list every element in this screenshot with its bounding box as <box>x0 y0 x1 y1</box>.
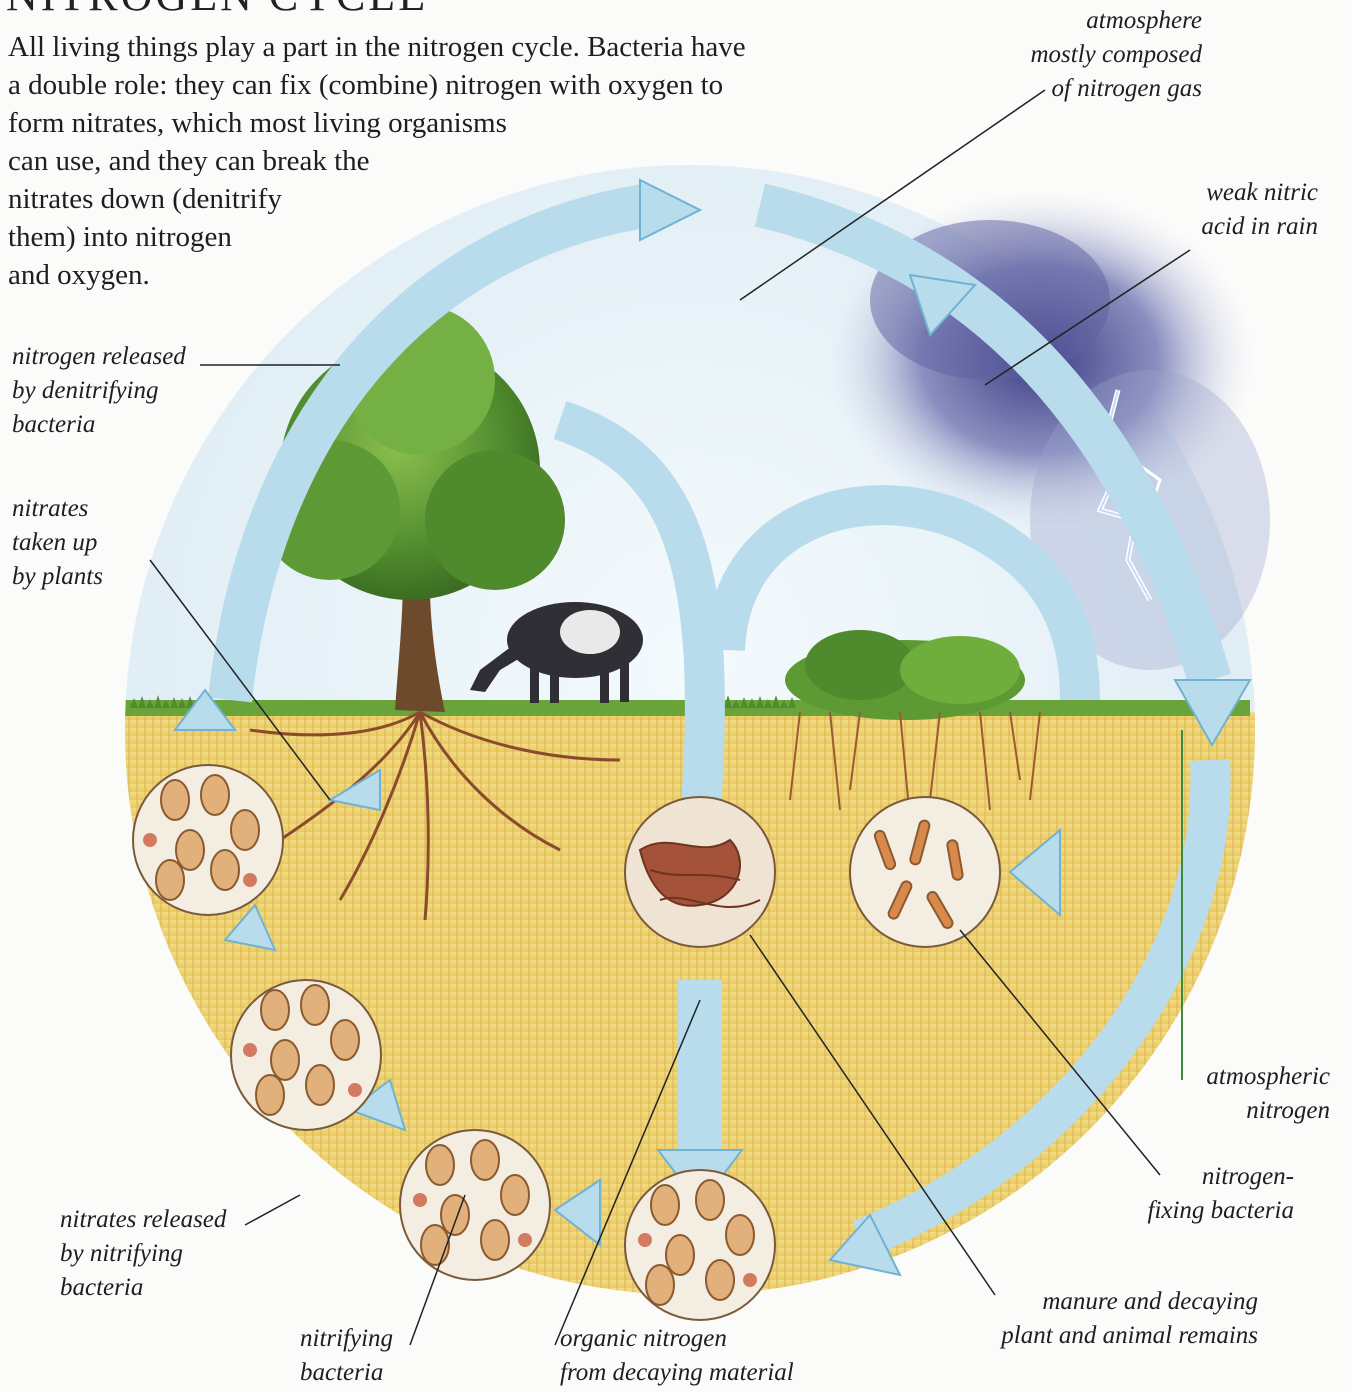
bacteria-circle-3 <box>400 1130 550 1280</box>
intro-line: a double role: they can fix (combine) ni… <box>8 66 746 104</box>
label-manure: manure and decaying plant and animal rem… <box>1001 1285 1258 1353</box>
label-weak-nitric-acid: weak nitric acid in rain <box>1201 176 1318 244</box>
intro-paragraph: All living things play a part in the nit… <box>8 28 746 294</box>
intro-line: All living things play a part in the nit… <box>8 28 746 66</box>
intro-line: form nitrates, which most living organis… <box>8 104 746 142</box>
intro-line: nitrates down (denitrify <box>8 180 746 218</box>
label-nitrogen-released: nitrogen released by denitrifying bacter… <box>12 340 186 442</box>
label-atmosphere: atmosphere mostly composed of nitrogen g… <box>1031 4 1203 106</box>
label-atmospheric-nitrogen: atmospheric nitrogen <box>1206 1060 1330 1128</box>
fixing-bacteria-circle <box>850 797 1000 947</box>
intro-line: them) into nitrogen <box>8 218 746 256</box>
decay-circle <box>625 797 775 947</box>
intro-line: can use, and they can break the <box>8 142 746 180</box>
intro-line: and oxygen. <box>8 256 746 294</box>
label-nitrogen-fixing-bacteria: nitrogen- fixing bacteria <box>1148 1160 1295 1228</box>
shrubs <box>785 630 1025 720</box>
page-title: NITROGEN CYCLE <box>6 0 428 21</box>
label-organic-nitrogen: organic nitrogen from decaying material <box>560 1322 794 1390</box>
bacteria-circle-2 <box>231 980 381 1130</box>
label-nitrifying-bacteria: nitrifying bacteria <box>300 1322 393 1390</box>
label-nitrates-released: nitrates released by nitrifying bacteria <box>60 1203 226 1305</box>
bacteria-circle-1 <box>133 765 283 915</box>
bacteria-circle-4 <box>625 1170 775 1320</box>
label-nitrates-taken-up: nitrates taken up by plants <box>12 492 103 594</box>
